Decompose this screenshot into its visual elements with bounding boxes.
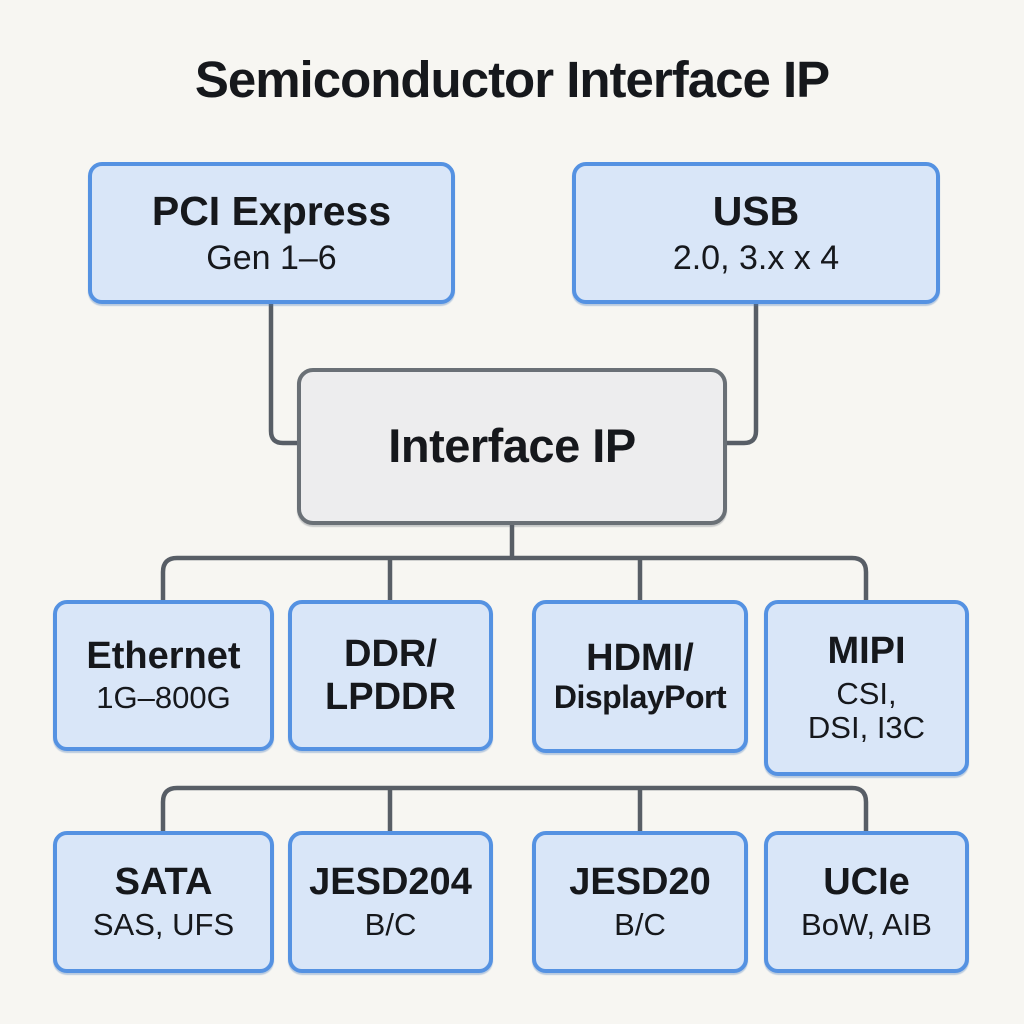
node-title: JESD20 (569, 861, 711, 904)
node-title-line2: LPDDR (325, 675, 456, 718)
node-title: HDMI/ (586, 637, 694, 680)
node-hdmi-displayport: HDMI/ DisplayPort (532, 600, 748, 753)
node-subtitle-line2: DSI, I3C (807, 710, 926, 746)
node-subtitle: B/C (364, 906, 417, 942)
node-usb: USB 2.0, 3.x x 4 (572, 162, 940, 304)
node-subtitle: 2.0, 3.x x 4 (672, 238, 840, 277)
node-pci-express: PCI Express Gen 1–6 (88, 162, 455, 304)
node-subtitle: Gen 1–6 (206, 238, 337, 277)
node-ethernet: Ethernet 1G–800G (53, 600, 274, 751)
node-title: MIPI (827, 630, 906, 672)
connector-bus-mid (160, 555, 869, 601)
node-subtitle: BoW, AIB (801, 906, 932, 942)
node-title: PCI Express (151, 188, 392, 234)
node-ddr-lpddr: DDR/ LPDDR (288, 600, 493, 751)
node-title: UCIe (823, 861, 910, 904)
connector-bus-bottom (160, 785, 869, 832)
node-subtitle: 1G–800G (96, 680, 231, 716)
node-subtitle: CSI, (836, 675, 897, 711)
node-title: Interface IP (388, 419, 636, 473)
node-sata: SATA SAS, UFS (53, 831, 274, 973)
node-interface-ip-hub: Interface IP (297, 368, 727, 525)
node-title: SATA (114, 861, 213, 904)
node-subtitle: SAS, UFS (92, 906, 235, 942)
connector-pci-to-hub (268, 302, 297, 446)
node-jesd20: JESD20 B/C (532, 831, 748, 973)
node-ucie: UCIe BoW, AIB (764, 831, 969, 973)
node-title: JESD204 (309, 861, 472, 904)
node-title: DDR/ (344, 632, 437, 675)
node-title: Ethernet (86, 634, 241, 677)
node-title: USB (712, 188, 800, 234)
connector-usb-to-hub (727, 302, 759, 446)
node-jesd204: JESD204 B/C (288, 831, 493, 973)
node-mipi: MIPI CSI, DSI, I3C (764, 600, 969, 776)
diagram-title: Semiconductor Interface IP (194, 51, 830, 108)
node-subtitle: B/C (614, 906, 666, 942)
node-title-line2: DisplayPort (553, 678, 727, 715)
